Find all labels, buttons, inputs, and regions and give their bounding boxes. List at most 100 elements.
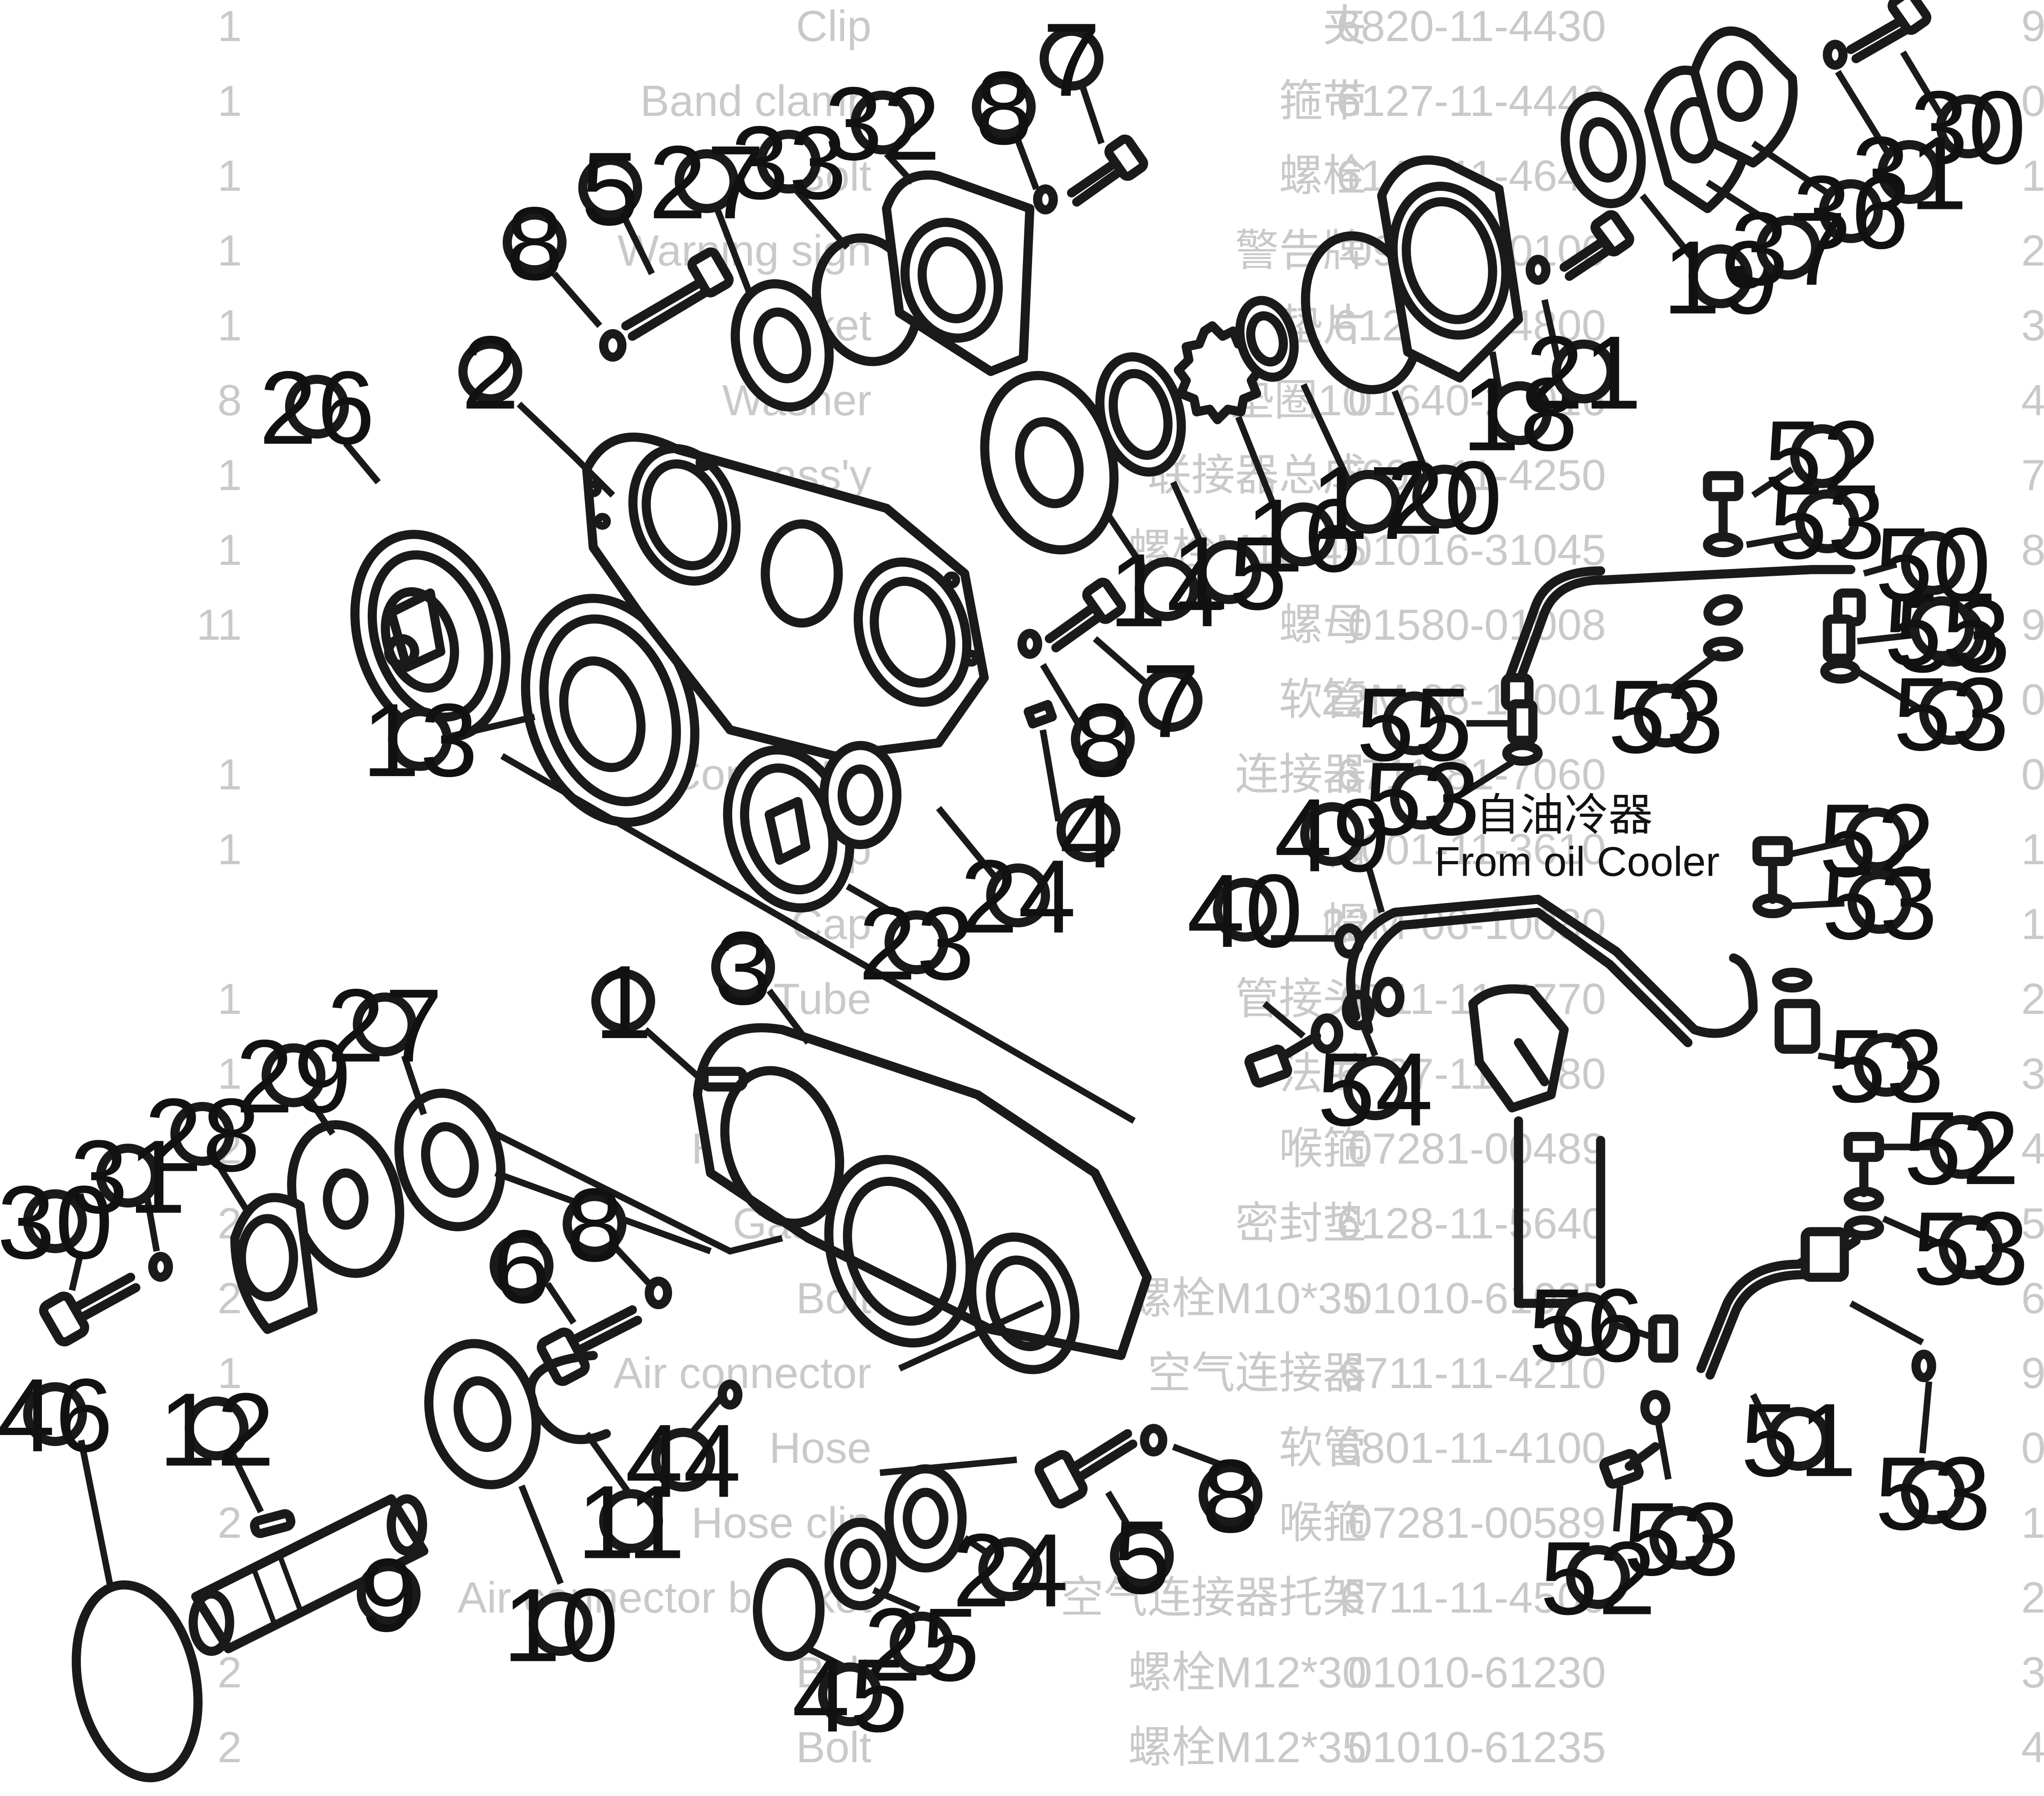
background-cell-pn: 6711-11-4500	[1340, 1573, 1606, 1622]
washer-8-lower-a	[645, 1276, 673, 1310]
background-cell-idx: 3	[2021, 301, 2044, 350]
washers-53	[1310, 532, 1936, 1425]
callout-number: 56	[1528, 1267, 1644, 1384]
callout-number: 53	[1893, 656, 2009, 773]
callout-number: 28	[144, 1077, 260, 1193]
callout-1: 1	[591, 944, 655, 1060]
seal-19	[1560, 91, 1646, 209]
background-cell-qty: 1	[217, 1049, 242, 1098]
background-cell-cn: 连接器	[1235, 750, 1366, 799]
background-cell-qty: 2	[217, 1498, 242, 1547]
callout-number: 31	[70, 1119, 186, 1235]
callout-28: 28	[144, 1077, 260, 1193]
washer-31-top	[1823, 40, 1848, 70]
note-cn: 自油冷器	[1476, 790, 1653, 840]
callout-55: 55	[1356, 667, 1472, 783]
callout-5: 5	[578, 131, 642, 247]
callout-number: 8	[506, 186, 563, 302]
callout-53: 53	[1913, 1190, 2028, 1307]
callout-number: 27	[649, 124, 765, 240]
bolt-6	[537, 1305, 642, 1386]
callout-number: 53	[1364, 741, 1480, 857]
callout-number: 3	[714, 910, 772, 1027]
background-cell-idx: 0	[2021, 1424, 2044, 1472]
callout-8: 8	[502, 186, 567, 302]
background-cell-idx: 9	[2021, 600, 2044, 649]
shaft-9	[188, 1494, 428, 1656]
callout-number: 53	[1821, 845, 1937, 961]
callout-21: 21	[1526, 314, 1642, 431]
callout-44: 44	[625, 1403, 741, 1519]
callout-7: 7	[1039, 2, 1104, 118]
callout-15: 15	[1171, 515, 1287, 632]
callout-53: 53	[1608, 658, 1724, 775]
background-cell-qty: 1	[217, 226, 242, 275]
rear-housing-1	[693, 1023, 1152, 1374]
tube-51	[1696, 1227, 1861, 1380]
background-cell-cn: 空气连接器托架	[1060, 1573, 1366, 1622]
background-cell-cn: 螺栓	[1279, 151, 1366, 200]
background-cell-idx: 4	[2021, 1124, 2044, 1173]
background-cell-idx: 0	[2021, 675, 2044, 724]
callout-number: 2	[461, 314, 519, 431]
bolt-7-mid	[1044, 578, 1126, 653]
background-cell-idx: 0	[2021, 750, 2044, 799]
bolt-52-a	[1703, 471, 1743, 539]
background-cell-idx: 1	[2021, 151, 2044, 200]
background-cell-cn: 软管	[1279, 675, 1366, 724]
callout-number: 27	[327, 967, 443, 1084]
washer-8-upper	[599, 329, 627, 362]
washer-8-lower-b	[1140, 1424, 1168, 1457]
callout-number: 5	[581, 131, 639, 247]
background-cell-cn: 喉箍	[1279, 1124, 1366, 1173]
callout-number: 30	[0, 1164, 113, 1281]
bolt-5-lower	[1034, 1429, 1137, 1509]
callout-number: 46	[0, 1357, 113, 1473]
bolt-56	[1244, 1031, 1321, 1088]
background-cell-pn: 6711-11-4210	[1340, 1349, 1606, 1398]
background-cell-idx: 1	[2021, 1498, 2044, 1547]
background-cell-qty: 11	[196, 600, 242, 649]
background-cell-idx: 3	[2021, 1049, 2044, 1098]
background-cell-cn: 螺栓M12*35	[1128, 1723, 1366, 1772]
washer-40	[1334, 923, 1364, 959]
callout-8: 8	[1071, 682, 1135, 799]
background-cell-idx: 2	[2021, 1573, 2044, 1622]
callout-37: 37	[1730, 191, 1846, 307]
callout-3: 3	[711, 910, 775, 1027]
tube-50	[1501, 565, 1866, 711]
callout-20: 20	[1386, 440, 1502, 556]
bolt-30-lower	[39, 1273, 141, 1347]
bearing-27-lower	[394, 1088, 506, 1232]
bolt-30-top	[1846, 0, 1932, 63]
background-cell-idx: 9	[2021, 1349, 2044, 1398]
callout-25: 25	[864, 1587, 980, 1703]
callout-30: 30	[0, 1164, 113, 1281]
background-cell-pn: 01580-01008	[1348, 600, 1606, 649]
bolt-52-d	[1599, 1442, 1660, 1489]
tube-upper-right	[1689, 953, 1820, 1054]
background-cell-pn: 6820-11-4430	[1336, 2, 1606, 51]
seal-15	[1095, 352, 1186, 477]
callout-26: 26	[259, 350, 375, 466]
callout-number: 4	[1059, 773, 1117, 890]
cover-28	[230, 1193, 318, 1334]
background-cell-idx: 8	[2021, 526, 2044, 574]
nut-17	[1235, 296, 1299, 382]
callout-24: 24	[952, 1512, 1068, 1629]
background-cell-qty: 2	[217, 1648, 242, 1697]
callout-number: 15	[1171, 515, 1287, 632]
background-cell-en: Hose	[769, 1424, 871, 1472]
washer-8-top	[1033, 184, 1058, 214]
callout-number: 37	[1730, 191, 1846, 307]
background-cell-cn: 螺栓M12*30	[1128, 1648, 1366, 1697]
callout-number: 12	[159, 1372, 275, 1488]
callout-number: 26	[259, 350, 375, 466]
seal-25	[824, 1518, 897, 1610]
background-cell-cn: 螺栓M10*35	[1128, 1274, 1366, 1323]
callout-33: 33	[731, 105, 847, 221]
callout-number: 55	[1884, 571, 2000, 688]
